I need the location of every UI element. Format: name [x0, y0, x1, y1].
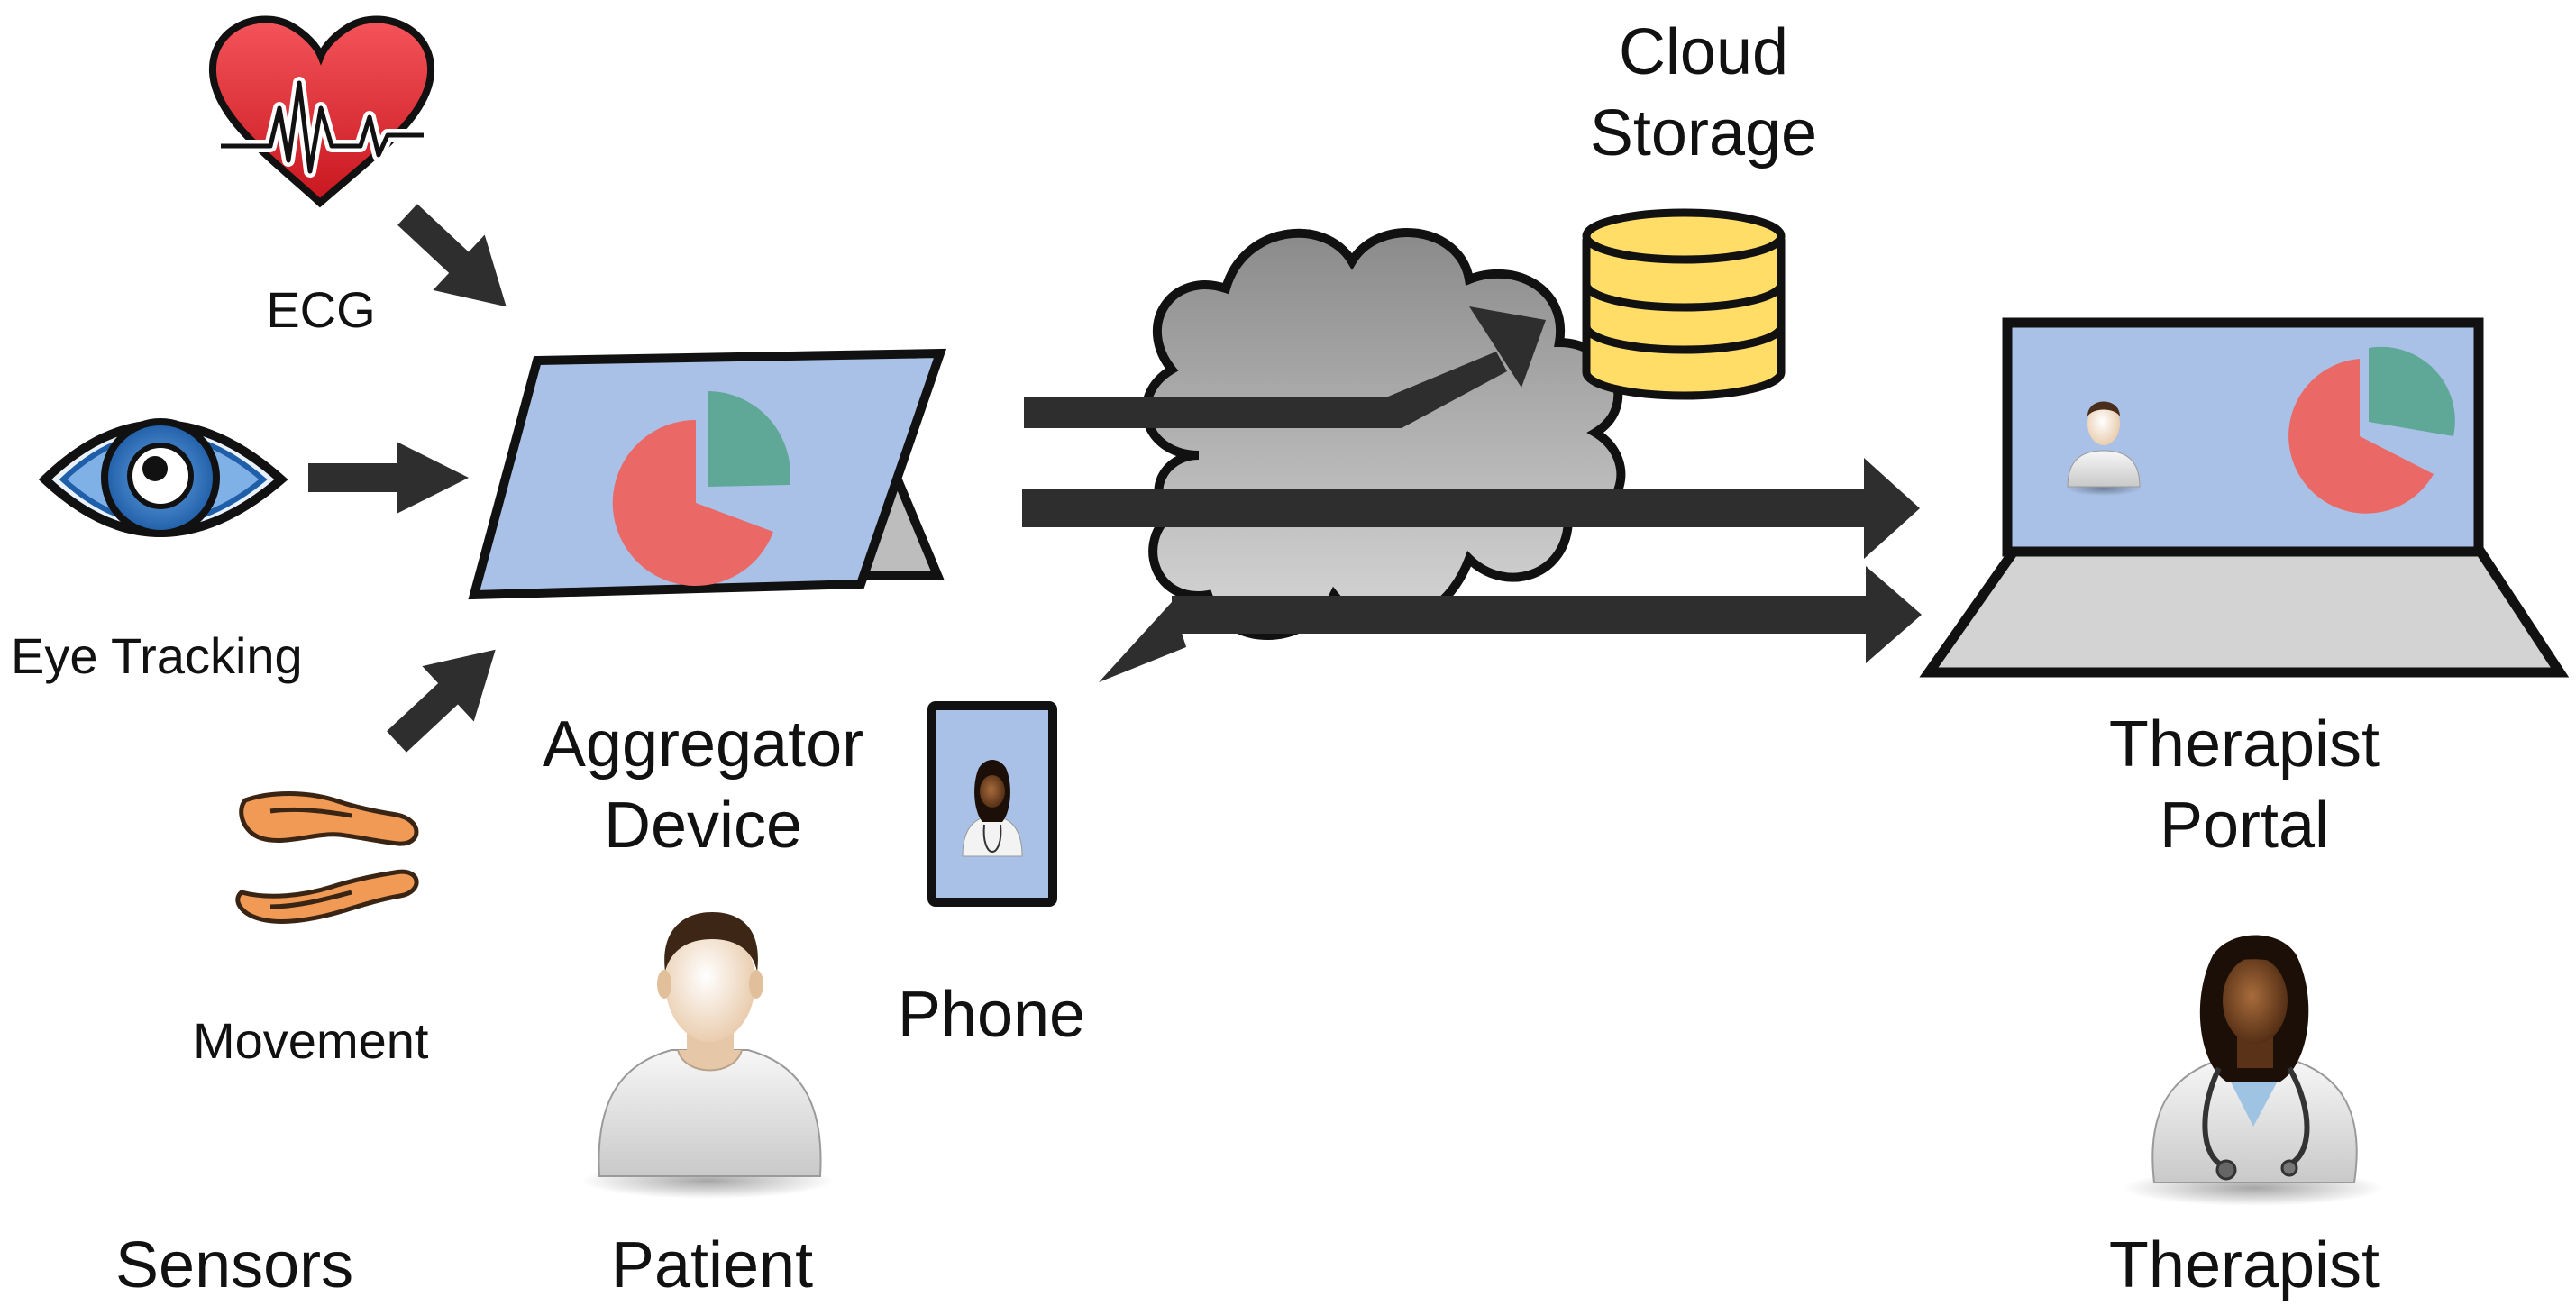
ecg-label: ECG	[266, 281, 376, 338]
portal-phone-bidirectional-arrow	[1099, 566, 1922, 682]
sensors-label: Sensors	[115, 1229, 354, 1301]
cloud-label-line1: Cloud	[1618, 16, 1789, 88]
laptop-icon	[1919, 317, 2570, 678]
hands-icon	[235, 791, 419, 924]
cloud-label-line2: Storage	[1589, 97, 1818, 169]
movement-to-aggregator-arrow	[387, 649, 496, 753]
therapist-avatar-icon	[2123, 935, 2384, 1206]
movement-label: Movement	[193, 1012, 429, 1069]
aggregator-to-cloud-storage-arrow	[1024, 306, 1546, 428]
portal-label-line2: Portal	[2159, 790, 2330, 862]
cloud-icon	[1141, 228, 1626, 640]
aggregator-label-line2: Device	[603, 790, 803, 862]
heart-ecg-icon	[208, 15, 435, 208]
aggregator-to-portal-arrow	[1022, 458, 1920, 559]
eye-tracking-label: Eye Tracking	[11, 627, 303, 684]
eye-to-aggregator-arrow	[308, 442, 469, 514]
portal-label-line1: Therapist	[2108, 708, 2380, 781]
cloud-storage-label: Cloud Storage	[1532, 20, 1875, 166]
portal-patient-avatar-icon	[2066, 401, 2142, 496]
patient-label: Patient	[610, 1229, 814, 1301]
phone-label: Phone	[897, 979, 1086, 1051]
phone-icon	[927, 701, 1057, 907]
ecg-to-aggregator-arrow	[397, 204, 507, 307]
tablet-icon	[468, 348, 947, 600]
sensor-arrows	[308, 204, 507, 753]
phone-therapist-avatar-icon	[962, 760, 1023, 857]
therapist-label: Therapist	[2108, 1229, 2380, 1301]
therapist-portal-label: Therapist Portal	[2064, 712, 2425, 858]
data-flow-arrows	[1022, 306, 1922, 682]
eye-icon	[38, 418, 288, 537]
aggregator-device-label: Aggregator Device	[523, 712, 883, 858]
patient-avatar-icon	[581, 912, 834, 1199]
aggregator-label-line1: Aggregator	[542, 708, 864, 781]
portal-pie-chart	[2288, 346, 2455, 514]
database-icon	[1582, 208, 1786, 400]
aggregator-pie-chart	[612, 391, 790, 586]
